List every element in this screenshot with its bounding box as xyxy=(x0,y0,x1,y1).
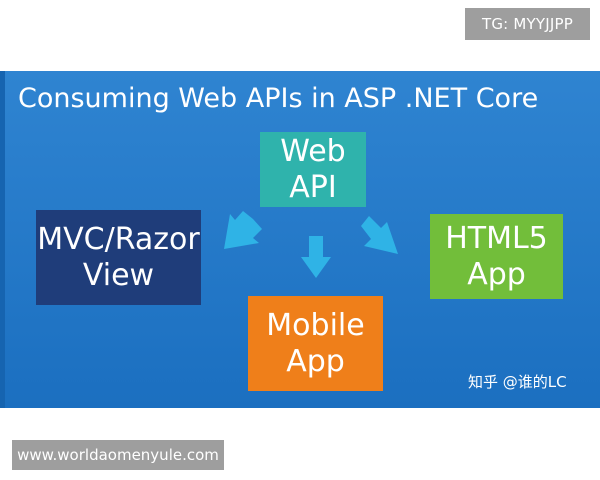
mvc-razor-box: MVC/Razor View xyxy=(36,210,201,305)
url-label: www.worldaomenyule.com xyxy=(12,440,224,470)
web-api-box: Web API xyxy=(260,132,366,207)
html5-line1: HTML5 xyxy=(445,220,548,256)
web-api-line1: Web xyxy=(280,133,346,169)
slide-image: Consuming Web APIs in ASP .NET Core Web … xyxy=(0,71,600,408)
mobile-line1: Mobile xyxy=(266,307,365,343)
arrow-to-mvc xyxy=(224,211,262,249)
mvc-razor-line1: MVC/Razor xyxy=(37,221,200,257)
web-api-line2: API xyxy=(289,169,337,205)
html5-box: HTML5 App xyxy=(430,214,563,299)
slide-title: Consuming Web APIs in ASP .NET Core xyxy=(18,83,539,114)
mobile-line2: App xyxy=(286,343,345,379)
arrow-to-mobile xyxy=(301,236,331,278)
arrows-layer xyxy=(224,211,398,278)
mvc-razor-line2: View xyxy=(82,257,155,293)
html5-line2: App xyxy=(467,256,526,292)
tag-label: TG: MYYJJPP xyxy=(465,8,590,40)
mobile-box: Mobile App xyxy=(248,296,383,391)
slide-left-edge xyxy=(0,71,5,408)
arrow-to-html5 xyxy=(361,216,398,254)
zhihu-watermark: 知乎 @谁的LC xyxy=(468,373,567,391)
